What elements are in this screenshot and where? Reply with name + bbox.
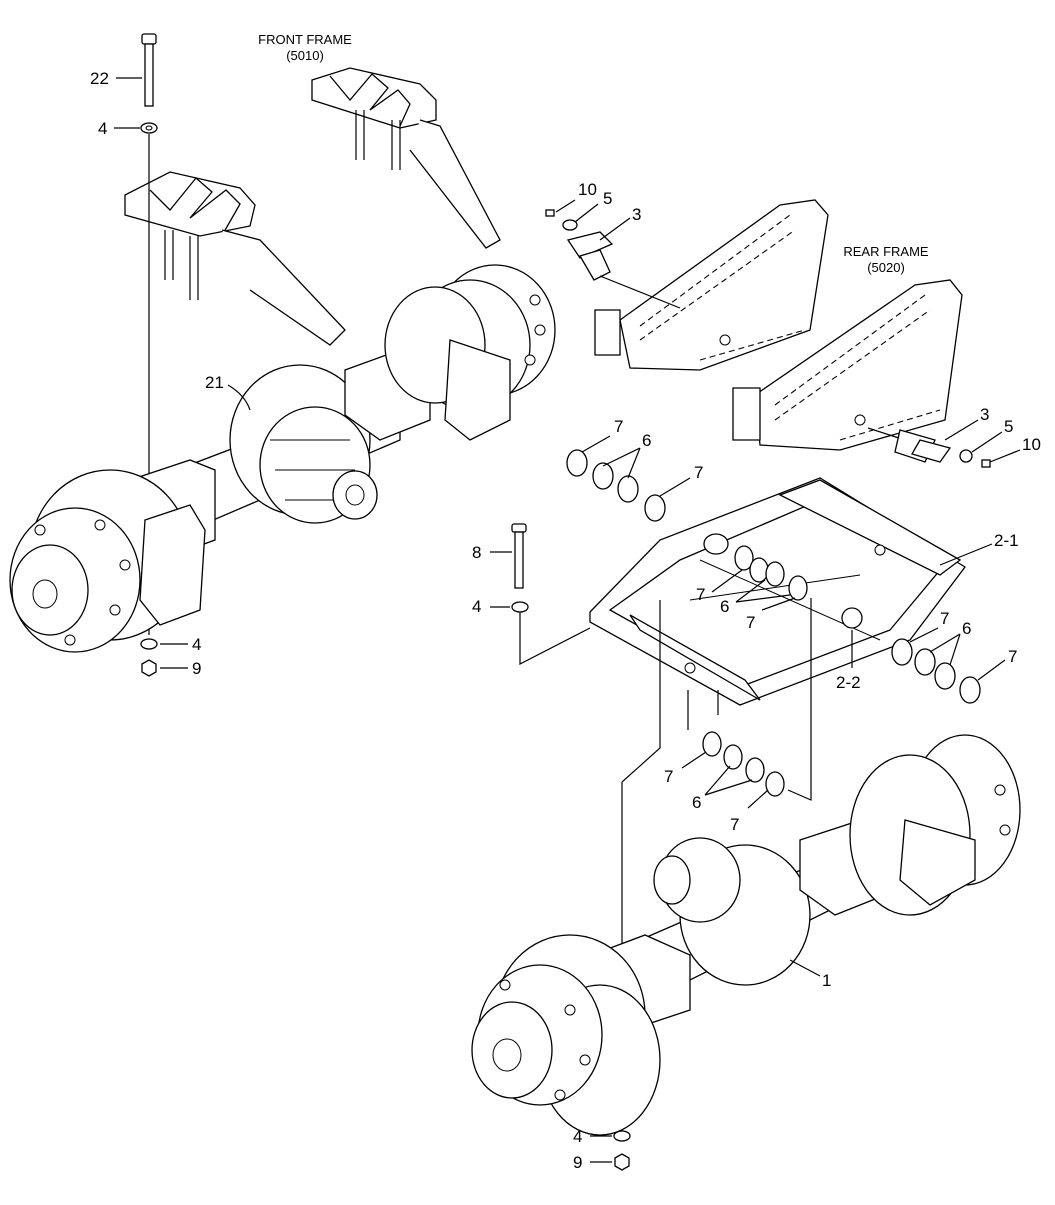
rear-axle — [471, 734, 1021, 1136]
trunnion-cradle — [589, 477, 966, 730]
callout-4-rear-bottom: 4 — [573, 1127, 582, 1146]
callout-4-mid: 4 — [472, 597, 481, 616]
callout-7-h: 7 — [730, 815, 739, 834]
callout-5-right: 5 — [1004, 417, 1013, 436]
pin-3-top — [566, 231, 681, 309]
front-frame-mount — [124, 67, 501, 346]
callout-8: 8 — [472, 543, 481, 562]
washer-5-right — [959, 449, 973, 463]
rear-frame-upper — [594, 199, 829, 371]
nut-9-front — [141, 659, 157, 677]
rear-frame-lower — [732, 279, 963, 451]
callout-2-1: 2-1 — [994, 531, 1019, 550]
callout-22: 22 — [90, 69, 109, 88]
bolt-22 — [141, 33, 157, 107]
callout-21: 21 — [205, 373, 224, 392]
washer-4-front-bottom — [140, 638, 158, 650]
front-frame-code: (5010) — [286, 48, 324, 63]
washer-5-top — [562, 219, 578, 231]
callout-7-f: 7 — [1008, 647, 1017, 666]
callout-10-top: 10 — [578, 180, 597, 199]
callout-3-right: 3 — [980, 405, 989, 424]
callout-7-e: 7 — [940, 609, 949, 628]
front-axle — [9, 264, 556, 653]
washer-4-top — [140, 122, 158, 134]
bolt-8 — [511, 523, 527, 589]
callout-1: 1 — [822, 971, 831, 990]
callout-6-a: 6 — [642, 431, 651, 450]
callout-7-a: 7 — [614, 417, 623, 436]
rear-frame-code: (5020) — [867, 260, 905, 275]
shim-set-top-left — [566, 449, 666, 522]
washer-4-mid — [511, 601, 529, 613]
callout-7-g: 7 — [664, 767, 673, 786]
callout-10-right: 10 — [1022, 435, 1041, 454]
leader-lines — [114, 77, 1021, 1163]
callout-7-b: 7 — [694, 463, 703, 482]
shim-set-cradle-inner — [734, 545, 808, 601]
bolt-10-top — [545, 209, 555, 217]
nut-9-rear — [614, 1153, 630, 1171]
shim-set-lower — [702, 731, 785, 797]
washer-4-rear-bottom — [613, 1130, 631, 1142]
bolt-10-right — [981, 459, 991, 468]
shim-set-right — [891, 638, 981, 704]
callout-9-front: 9 — [192, 659, 201, 678]
callout-9-rear: 9 — [573, 1153, 582, 1172]
callout-4-top: 4 — [98, 119, 107, 138]
callout-4-front-bottom: 4 — [192, 635, 201, 654]
callout-7-c: 7 — [696, 585, 705, 604]
pin-3-right — [867, 427, 952, 463]
callout-6-c: 6 — [962, 619, 971, 638]
callout-2-2: 2-2 — [836, 673, 861, 692]
callout-6-b: 6 — [720, 597, 729, 616]
leader-cradle-right — [787, 598, 812, 801]
callout-5-top: 5 — [603, 189, 612, 208]
callout-3-top: 3 — [632, 205, 641, 224]
leader-cradle-left — [621, 600, 661, 1000]
callout-6-d: 6 — [692, 793, 701, 812]
callout-7-d: 7 — [746, 613, 755, 632]
rear-frame-title: REAR FRAME — [843, 244, 929, 259]
front-frame-title: FRONT FRAME — [258, 32, 352, 47]
leader-bolt-8 — [519, 612, 591, 665]
